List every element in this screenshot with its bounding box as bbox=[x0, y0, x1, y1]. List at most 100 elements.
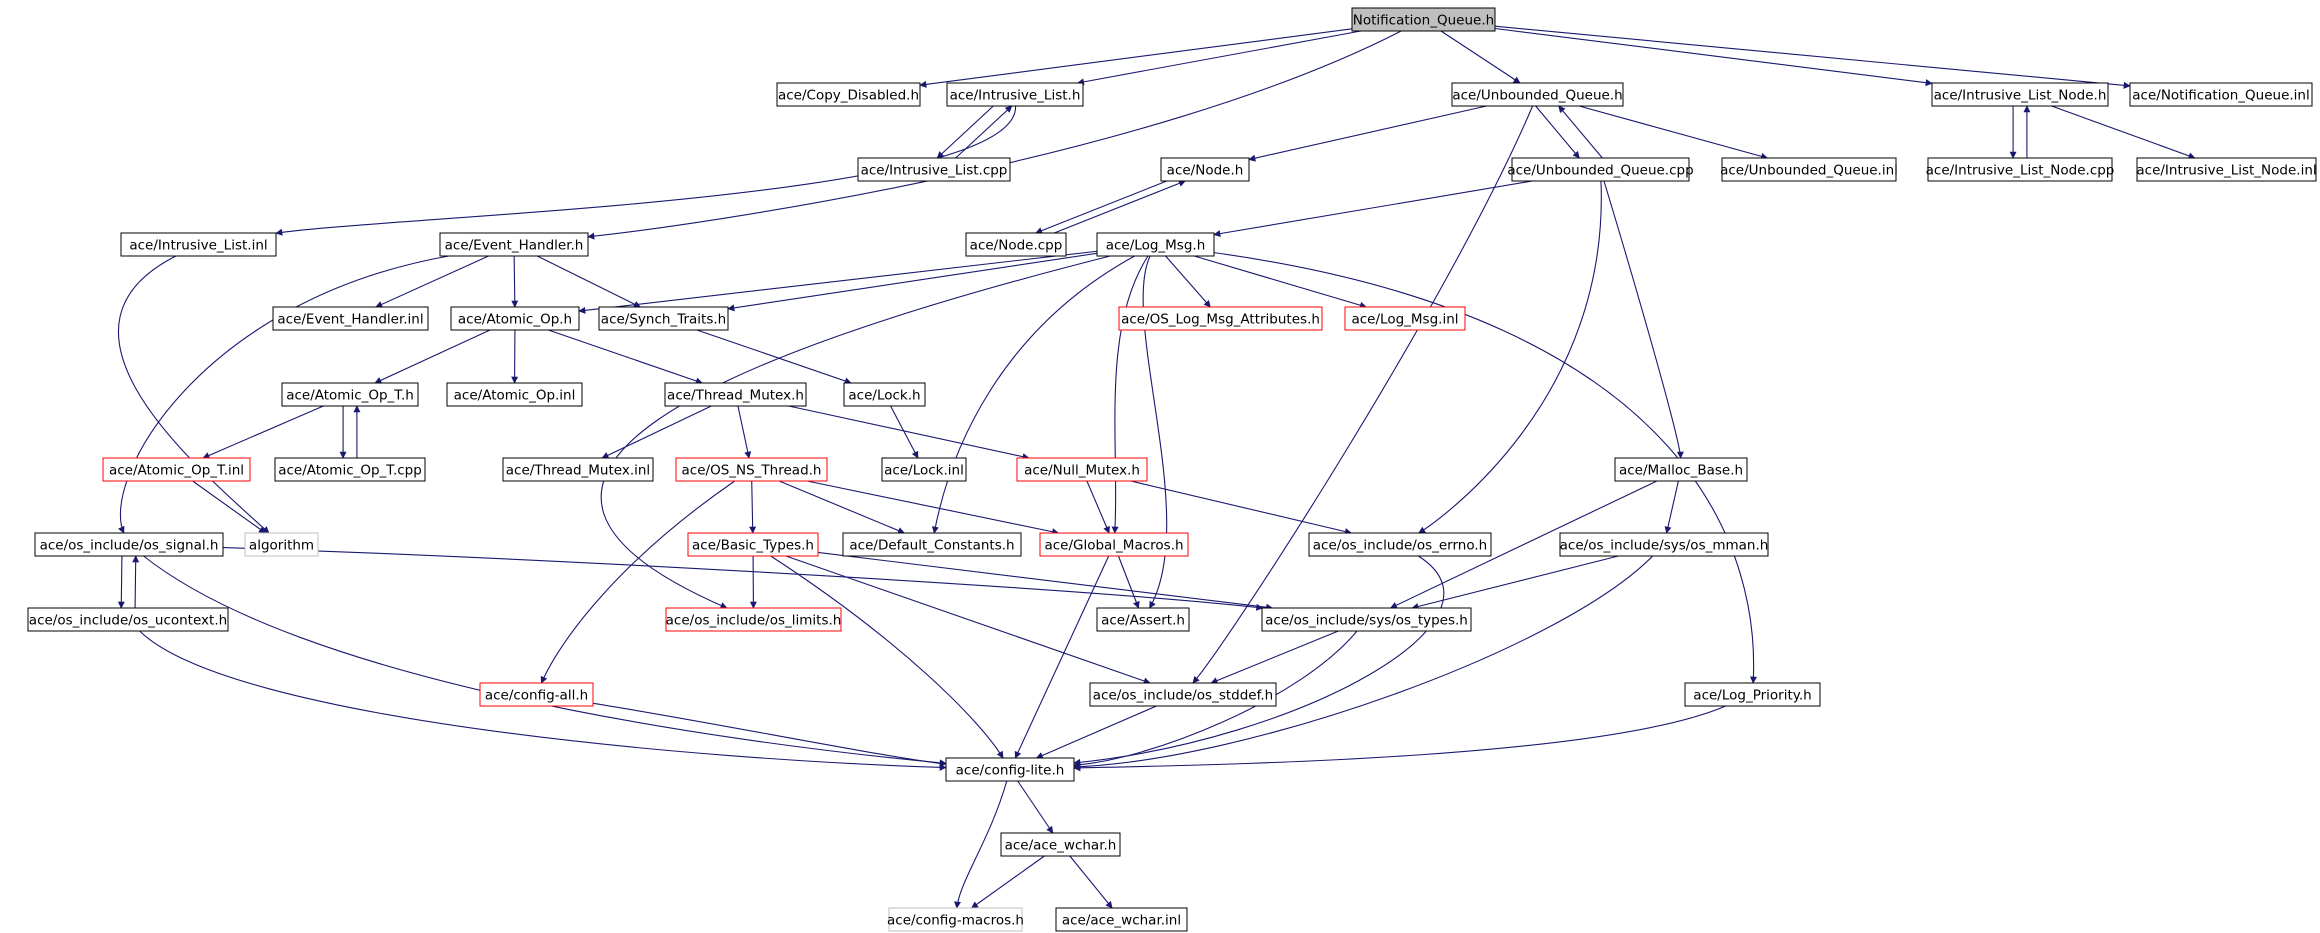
node-intrusive-list-cpp[interactable]: ace/Intrusive_List.cpp bbox=[857, 157, 1011, 182]
node-malloc-base-h[interactable]: ace/Malloc_Base.h bbox=[1614, 457, 1748, 482]
node-os-signal-h[interactable]: ace/os_include/os_signal.h bbox=[34, 532, 224, 557]
node-intrusive-list-node-cpp[interactable]: ace/Intrusive_List_Node.cpp bbox=[1926, 157, 2115, 182]
edge-thread_mutex_h-to-os_ns_thread_h bbox=[737, 405, 752, 459]
node-box bbox=[1451, 82, 1624, 107]
node-unbounded-queue-inl[interactable]: ace/Unbounded_Queue.inl bbox=[1720, 157, 1898, 182]
node-label: ace/config-all.h bbox=[485, 688, 588, 704]
node-box bbox=[274, 457, 426, 482]
node-box bbox=[946, 82, 1084, 107]
node-label: ace/Unbounded_Queue.h bbox=[1452, 88, 1622, 104]
node-null-mutex-h[interactable]: ace/Null_Mutex.h bbox=[1016, 457, 1148, 482]
edge-unbounded_queue_h-to-unbounded_queue_inl bbox=[1578, 105, 1769, 160]
node-label: ace/Thread_Mutex.inl bbox=[506, 463, 650, 479]
node-copy-disabled[interactable]: ace/Copy_Disabled.h bbox=[776, 82, 921, 107]
node-intrusive-list-node-inl[interactable]: ace/Intrusive_List_Node.inl bbox=[2136, 157, 2317, 182]
node-box bbox=[2129, 82, 2313, 107]
node-os-types-h[interactable]: ace/os_include/sys/os_types.h bbox=[1261, 607, 1472, 632]
node-node-h[interactable]: ace/Node.h bbox=[1160, 157, 1250, 182]
node-box bbox=[1308, 532, 1492, 557]
node-notification-queue-inl[interactable]: ace/Notification_Queue.inl bbox=[2129, 82, 2313, 107]
node-intrusive-list-inl[interactable]: ace/Intrusive_List.inl bbox=[120, 232, 277, 257]
node-assert-h[interactable]: ace/Assert.h bbox=[1096, 607, 1190, 632]
node-basic-types-h[interactable]: ace/Basic_Types.h bbox=[687, 532, 819, 557]
node-config-macros-h[interactable]: ace/config-macros.h bbox=[887, 907, 1024, 932]
node-global-macros-h[interactable]: ace/Global_Macros.h bbox=[1039, 532, 1189, 557]
node-label: ace/os_include/os_signal.h bbox=[40, 538, 219, 554]
node-ace-wchar-h[interactable]: ace/ace_wchar.h bbox=[1000, 832, 1121, 857]
edge-os_mman_h-to-config_lite_h bbox=[1073, 555, 1654, 771]
node-event-handler-inl[interactable]: ace/Event_Handler.inl bbox=[272, 306, 429, 331]
node-os-ucontext-h[interactable]: ace/os_include/os_ucontext.h bbox=[27, 607, 229, 632]
node-label: ace/Malloc_Base.h bbox=[1619, 463, 1743, 479]
node-label: ace/os_include/os_stddef.h bbox=[1093, 688, 1273, 704]
node-os-ns-thread-h[interactable]: ace/OS_NS_Thread.h bbox=[675, 457, 828, 482]
node-log-msg-h[interactable]: ace/Log_Msg.h bbox=[1096, 232, 1215, 257]
node-os-limits-h[interactable]: ace/os_include/os_limits.h bbox=[665, 607, 842, 632]
node-event-handler-h[interactable]: ace/Event_Handler.h bbox=[439, 232, 589, 257]
node-atomic-op-t-cpp[interactable]: ace/Atomic_Op_T.cpp bbox=[274, 457, 426, 482]
node-box bbox=[34, 532, 224, 557]
node-log-msg-inl[interactable]: ace/Log_Msg.inl bbox=[1344, 306, 1466, 331]
node-thread-mutex-h[interactable]: ace/Thread_Mutex.h bbox=[664, 382, 807, 407]
node-intrusive-list-h[interactable]: ace/Intrusive_List.h bbox=[946, 82, 1084, 107]
edge-intrusive_list_inl-to-algorithm bbox=[117, 255, 270, 534]
edge-root-to-intrusive_list_node_h bbox=[1494, 27, 1933, 87]
node-atomic-op-inl[interactable]: ace/Atomic_Op.inl bbox=[446, 382, 583, 407]
edge-os_signal_h-to-os_types_h bbox=[222, 547, 1264, 611]
edge-os_ucontext_h-to-config_lite_h bbox=[139, 630, 947, 771]
node-lock-h[interactable]: ace/Lock.h bbox=[843, 382, 926, 407]
node-root[interactable]: Notification_Queue.h bbox=[1351, 7, 1496, 32]
node-box bbox=[1118, 306, 1323, 331]
node-atomic-op-t-inl[interactable]: ace/Atomic_Op_T.inl bbox=[102, 457, 251, 482]
node-box bbox=[244, 532, 319, 557]
edge-intrusive_list_cpp-to-intrusive_list_h bbox=[955, 105, 1013, 159]
node-config-lite-h[interactable]: ace/config-lite.h bbox=[945, 757, 1075, 782]
edge-root-to-notification_queue_inl bbox=[1494, 25, 2131, 89]
node-node-cpp[interactable]: ace/Node.cpp bbox=[965, 232, 1067, 257]
node-box bbox=[1055, 907, 1188, 932]
edge-basic_types_h-to-os_types_h bbox=[817, 551, 1274, 611]
node-box bbox=[1016, 457, 1148, 482]
node-synch-traits-h[interactable]: ace/Synch_Traits.h bbox=[598, 306, 729, 331]
edge-os_ns_thread_h-to-global_macros_h bbox=[806, 480, 1060, 536]
node-box bbox=[479, 682, 594, 707]
node-unbounded-queue-cpp[interactable]: ace/Unbounded_Queue.cpp bbox=[1507, 157, 1694, 182]
edge-event_handler_h-to-synch_traits_h bbox=[536, 255, 641, 308]
node-label: ace/os_include/os_ucontext.h bbox=[29, 613, 227, 629]
node-default-constants-h[interactable]: ace/Default_Constants.h bbox=[842, 532, 1022, 557]
node-config-all-h[interactable]: ace/config-all.h bbox=[479, 682, 594, 707]
node-os-mman-h[interactable]: ace/os_include/sys/os_mman.h bbox=[1559, 532, 1769, 557]
edge-basic_types_h-to-config_lite_h bbox=[770, 555, 1004, 759]
node-lock-inl[interactable]: ace/Lock.inl bbox=[881, 457, 967, 482]
edge-log_msg_h-to-log_priority_h bbox=[1213, 252, 1757, 684]
node-atomic-op-h[interactable]: ace/Atomic_Op.h bbox=[450, 306, 580, 331]
node-box bbox=[1351, 7, 1496, 32]
edge-intrusive_list_h-to-intrusive_list_cpp bbox=[936, 105, 994, 159]
node-label: ace/Synch_Traits.h bbox=[601, 312, 726, 328]
node-label: ace/os_include/os_errno.h bbox=[1313, 538, 1487, 554]
node-ace-wchar-inl[interactable]: ace/ace_wchar.inl bbox=[1055, 907, 1188, 932]
node-os-stddef-h[interactable]: ace/os_include/os_stddef.h bbox=[1089, 682, 1277, 707]
node-unbounded-queue-h[interactable]: ace/Unbounded_Queue.h bbox=[1451, 82, 1624, 107]
node-label: ace/Event_Handler.inl bbox=[277, 312, 423, 328]
node-intrusive-list-node-h[interactable]: ace/Intrusive_List_Node.h bbox=[1931, 82, 2109, 107]
node-algorithm[interactable]: algorithm bbox=[244, 532, 319, 557]
node-box bbox=[1261, 607, 1472, 632]
node-box bbox=[1721, 157, 1897, 182]
node-box bbox=[1039, 532, 1189, 557]
edge-os_mman_h-to-os_types_h bbox=[1411, 555, 1619, 610]
node-thread-mutex-inl[interactable]: ace/Thread_Mutex.inl bbox=[502, 457, 654, 482]
edge-root-to-intrusive_list_h bbox=[1076, 30, 1361, 86]
node-log-priority-h[interactable]: ace/Log_Priority.h bbox=[1684, 682, 1821, 707]
node-atomic-op-t-h[interactable]: ace/Atomic_Op_T.h bbox=[281, 382, 419, 407]
node-label: ace/Log_Msg.inl bbox=[1351, 312, 1458, 328]
node-label: ace/Lock.inl bbox=[884, 463, 964, 479]
node-box bbox=[1096, 607, 1190, 632]
node-os-errno-h[interactable]: ace/os_include/os_errno.h bbox=[1308, 532, 1492, 557]
node-os-log-msg-attributes[interactable]: ace/OS_Log_Msg_Attributes.h bbox=[1118, 306, 1323, 331]
node-label: ace/Intrusive_List_Node.h bbox=[1934, 88, 2107, 104]
node-box bbox=[272, 306, 429, 331]
edge-malloc_base_h-to-os_mman_h bbox=[1664, 480, 1679, 534]
edge-malloc_base_h-to-os_types_h bbox=[1389, 480, 1658, 609]
node-box bbox=[857, 157, 1011, 182]
